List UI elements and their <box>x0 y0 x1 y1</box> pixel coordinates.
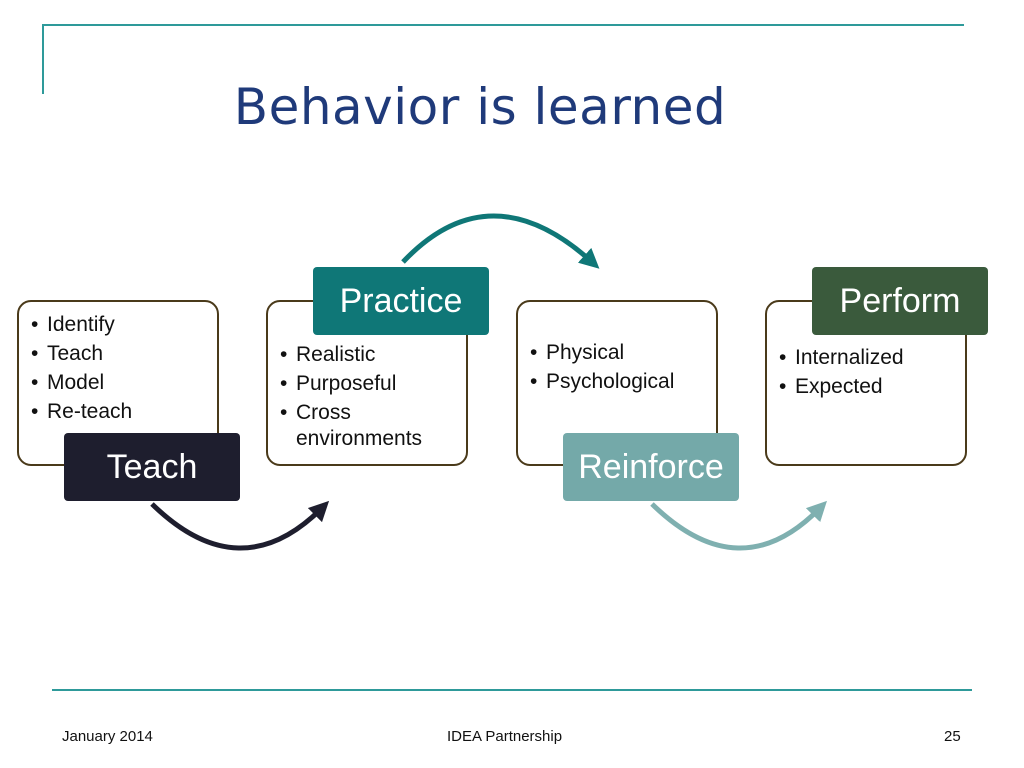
page-number: 25 <box>944 728 961 745</box>
bottom-rule <box>52 689 972 691</box>
left-rule <box>42 24 44 94</box>
perform-label: Perform <box>812 267 988 335</box>
list-item: Model <box>29 368 132 397</box>
list-item: Expected <box>777 372 904 401</box>
list-item: Purposeful <box>278 371 456 397</box>
teach-label: Teach <box>64 433 240 501</box>
list-item: Internalized <box>777 343 904 372</box>
slide-title: Behavior is learned <box>233 78 727 136</box>
practice-list: Realistic Purposeful Cross environments <box>278 342 456 452</box>
list-item: Realistic <box>278 342 456 368</box>
reinforce-label: Reinforce <box>563 433 739 501</box>
practice-label: Practice <box>313 267 489 335</box>
list-item: Psychological <box>528 367 674 396</box>
arrow-reinforce-to-perform <box>650 500 827 551</box>
footer-date: January 2014 <box>62 728 153 745</box>
footer-organization: IDEA Partnership <box>447 728 563 745</box>
list-item: Identify <box>29 310 132 339</box>
perform-list: Internalized Expected <box>777 343 904 401</box>
list-item: Physical <box>528 338 674 367</box>
arrow-practice-to-reinforce <box>401 213 600 269</box>
reinforce-list: Physical Psychological <box>528 338 674 396</box>
top-rule <box>42 24 964 26</box>
list-item: Teach <box>29 339 132 368</box>
list-item: Re-teach <box>29 397 132 426</box>
arrow-teach-to-practice <box>150 500 330 551</box>
teach-list: Identify Teach Model Re-teach <box>29 310 132 426</box>
list-item: Cross environments <box>278 400 456 452</box>
